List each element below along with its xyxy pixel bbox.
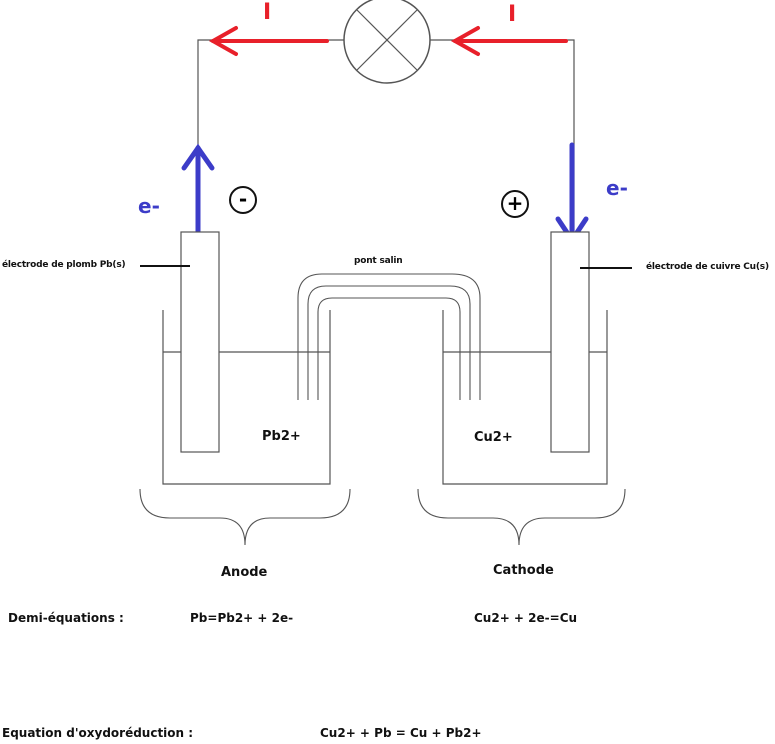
cathode-brace xyxy=(417,488,626,546)
electron-arrow-left xyxy=(181,143,215,241)
lead-ion-label: Pb2+ xyxy=(262,429,301,444)
electron-arrow-right xyxy=(555,142,589,245)
copper-ion-label: Cu2+ xyxy=(474,430,513,445)
half-equations-title: Demi-équations : xyxy=(8,611,124,625)
electron-label-right: e- xyxy=(606,176,628,200)
wire-left xyxy=(197,39,344,236)
anode-brace xyxy=(139,488,351,546)
cathode-label: Cathode xyxy=(493,563,554,578)
minus-sign: - xyxy=(229,186,257,214)
current-arrow-left xyxy=(208,26,329,56)
current-label-right: I xyxy=(508,2,517,27)
electron-label-left: e- xyxy=(138,194,160,218)
copper-electrode-label: électrode de cuivre Cu(s) xyxy=(646,262,769,272)
anode-label: Anode xyxy=(221,565,268,580)
plus-sign: + xyxy=(501,190,529,218)
cathode-half-equation: Cu2+ + 2e-=Cu xyxy=(474,611,578,625)
lead-electrode-label: électrode de plomb Pb(s) xyxy=(2,260,126,270)
anode-half-equation: Pb=Pb2+ + 2e- xyxy=(190,611,294,625)
redox-equation: Cu2+ + Pb = Cu + Pb2+ xyxy=(320,726,482,740)
current-label-left: I xyxy=(263,0,272,25)
beaker-right xyxy=(442,310,608,485)
lead-electrode xyxy=(180,231,220,453)
salt-bridge-label: pont salin xyxy=(354,256,403,266)
lamp-icon xyxy=(343,0,431,84)
redox-equation-title: Equation d'oxydoréduction : xyxy=(2,726,194,740)
copper-electrode xyxy=(550,231,590,453)
salt-bridge xyxy=(297,273,481,400)
current-arrow-right xyxy=(450,26,568,56)
beaker-left xyxy=(162,310,331,485)
